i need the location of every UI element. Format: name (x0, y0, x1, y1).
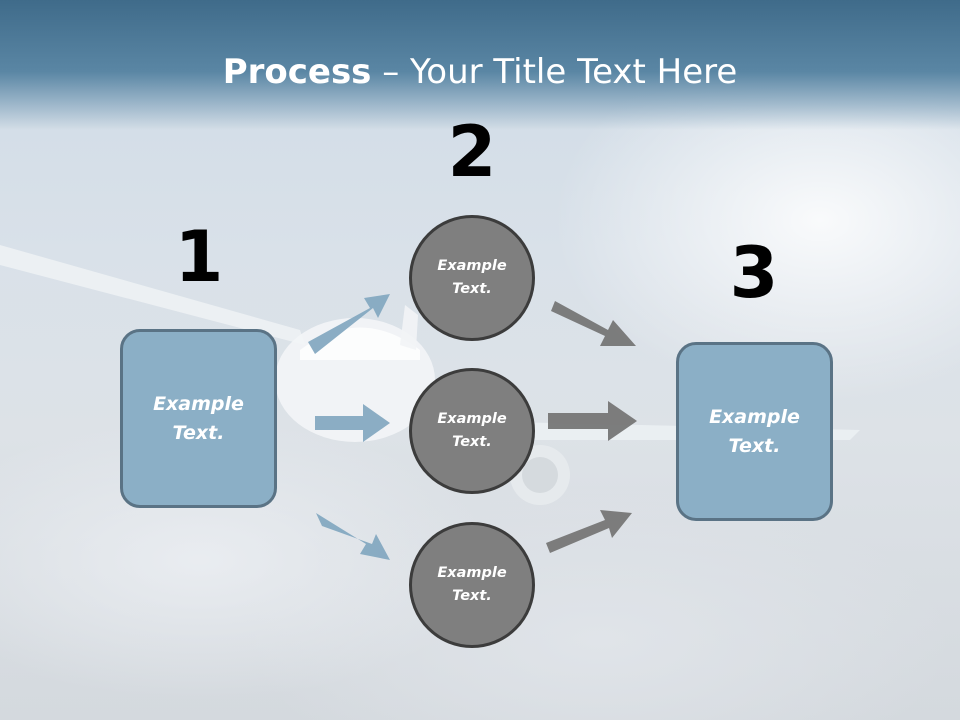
arrow-step1-to-top (308, 294, 390, 354)
step-number-2: 2 (447, 111, 497, 193)
step-2-top-text: Example Text. (437, 258, 507, 297)
arrow-step1-to-middle (315, 404, 390, 442)
arrow-step1-to-bottom (316, 513, 390, 560)
arrow-top-to-step3 (551, 301, 636, 346)
step-2-middle-text: Example Text. (437, 411, 507, 450)
step-number-1: 1 (174, 216, 224, 298)
slide-title: Process – Your Title Text Here (0, 52, 960, 92)
arrow-middle-to-step3 (548, 401, 637, 441)
step-2-bottom-text: Example Text. (437, 565, 507, 604)
title-rest: – Your Title Text Here (371, 52, 738, 92)
step-3-box: Example Text. (676, 342, 833, 521)
step-3-text: Example Text. (709, 405, 800, 457)
step-2-circle-bottom: Example Text. (409, 522, 535, 648)
step-2-circle-top: Example Text. (409, 215, 535, 341)
step-number-3: 3 (729, 232, 779, 314)
title-bar (0, 0, 960, 130)
title-bold: Process (222, 52, 372, 92)
arrow-bottom-to-step3 (546, 510, 632, 553)
step-1-box: Example Text. (120, 329, 277, 508)
step-1-text: Example Text. (153, 392, 244, 444)
step-2-circle-middle: Example Text. (409, 368, 535, 494)
